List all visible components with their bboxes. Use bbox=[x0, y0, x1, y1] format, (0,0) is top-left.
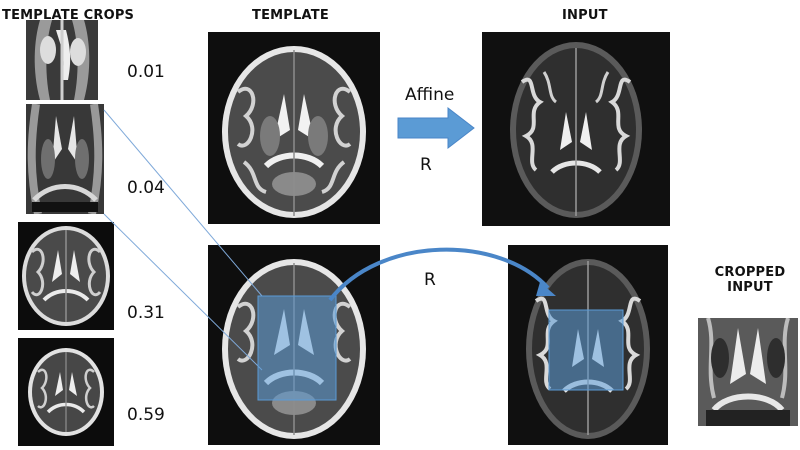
crop-score-3: 0.31 bbox=[127, 303, 165, 323]
input-image bbox=[482, 32, 670, 226]
crop-score-4: 0.59 bbox=[127, 405, 165, 425]
template-image bbox=[208, 32, 380, 224]
template-crop-3-image bbox=[18, 222, 114, 330]
r-label-top: R bbox=[420, 155, 432, 175]
template-crop-2-image bbox=[26, 104, 104, 214]
cropped-input-header: CROPPED INPUT bbox=[702, 265, 798, 295]
template-crop-1-image bbox=[26, 20, 98, 100]
template-crops-header: TEMPLATE CROPS bbox=[2, 8, 135, 23]
input-image-with-crop bbox=[508, 245, 668, 445]
template-crop-4-image bbox=[18, 338, 114, 446]
cropped-input-header-line1: CROPPED bbox=[714, 265, 786, 280]
cropped-input-image bbox=[698, 318, 798, 426]
affine-label: Affine bbox=[405, 85, 455, 105]
crop-score-1: 0.01 bbox=[127, 62, 165, 82]
affine-arrow-icon bbox=[397, 106, 475, 150]
r-label-bottom: R bbox=[424, 270, 436, 290]
template-image-with-crop bbox=[208, 245, 380, 445]
crop-score-2: 0.04 bbox=[127, 178, 165, 198]
template-header: TEMPLATE bbox=[252, 8, 329, 23]
input-header: INPUT bbox=[562, 8, 608, 23]
cropped-input-header-line2: INPUT bbox=[727, 280, 773, 295]
